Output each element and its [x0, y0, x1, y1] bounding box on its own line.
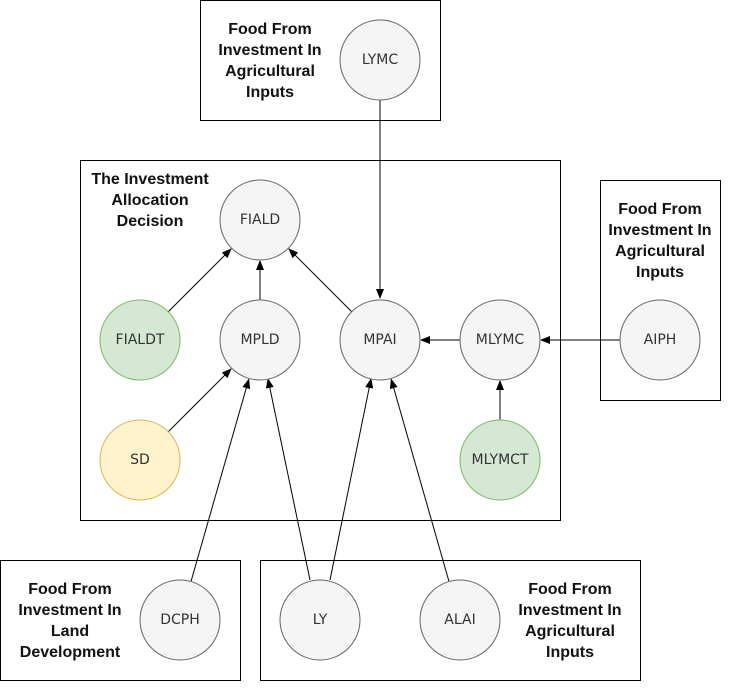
- bottom-right-box-title-line: Investment In: [518, 602, 621, 619]
- right-box-title-line: Inputs: [636, 264, 684, 281]
- top-box-title-line: Investment In: [218, 42, 321, 59]
- node-mlymc: MLYMC: [459, 299, 541, 381]
- node-sd-circle: [99, 419, 181, 501]
- node-fiald-circle: [219, 179, 301, 261]
- bottom-right-box-title-line: Inputs: [546, 644, 594, 661]
- node-alai-circle: [419, 579, 501, 661]
- node-fiald-label: FIALD: [240, 212, 280, 228]
- top-box-title-line: Food From: [228, 21, 312, 38]
- edge-fialdt-to-fiald: [167, 248, 232, 313]
- edge-ly-to-mpld: [265, 378, 311, 581]
- node-mlymct-label: MLYMCT: [472, 452, 529, 468]
- node-mlymc-label: MLYMC: [476, 332, 525, 348]
- node-mlymct-circle: [459, 419, 541, 501]
- node-aiph-label: AIPH: [644, 332, 677, 348]
- top-box-title-line: Inputs: [246, 84, 294, 101]
- top-box-title-line: Agricultural: [225, 63, 315, 80]
- node-mpld: MPLD: [219, 299, 301, 381]
- main-box-title-line: The Investment: [91, 171, 209, 188]
- right-box-title-line: Food From: [618, 201, 702, 218]
- node-mpld-label: MPLD: [240, 332, 279, 348]
- node-ly-circle: [279, 579, 361, 661]
- edges-layer: [167, 100, 620, 582]
- node-sd-label: SD: [130, 452, 150, 468]
- node-aiph-circle: [619, 299, 701, 381]
- edge-mpai-to-fiald: [288, 248, 353, 313]
- right-box-frame: [600, 180, 721, 401]
- node-mpai-label: MPAI: [363, 332, 396, 348]
- node-alai: ALAI: [419, 579, 501, 661]
- node-fialdt: FIALDT: [99, 299, 181, 381]
- node-sd: SD: [99, 419, 181, 501]
- node-mlymc-circle: [459, 299, 541, 381]
- node-ly: LY: [279, 579, 361, 661]
- node-alai-label: ALAI: [444, 612, 475, 628]
- main-box-title-line: Decision: [117, 213, 184, 230]
- node-dcph-circle: [139, 579, 221, 661]
- bottom-left-box-title-line: Development: [20, 644, 121, 661]
- edge-ly-to-mpai: [329, 378, 374, 581]
- bottom-left-box-title-line: Investment In: [18, 602, 121, 619]
- node-lymc-circle: [339, 19, 421, 101]
- edge-alai-to-mpai: [389, 378, 450, 582]
- edge-dcph-to-mpld: [190, 378, 251, 582]
- node-mpld-circle: [219, 299, 301, 381]
- node-mlymct: MLYMCT: [459, 419, 541, 501]
- node-mpai: MPAI: [339, 299, 421, 381]
- node-lymc-label: LYMC: [362, 52, 399, 68]
- node-lymc: LYMC: [339, 19, 421, 101]
- nodes-layer: LYMC FIALD FIALDT MPLD MPAI MLYMC SD MLYMCT AIPH…: [99, 19, 701, 661]
- node-aiph: AIPH: [619, 299, 701, 381]
- node-dcph: DCPH: [139, 579, 221, 661]
- right-box-title-line: Investment In: [608, 222, 711, 239]
- bottom-right-box-title-line: Food From: [528, 581, 612, 598]
- bottom-left-box-title-line: Land: [51, 623, 89, 640]
- node-fialdt-circle: [99, 299, 181, 381]
- main-box-title-line: Allocation: [111, 192, 188, 209]
- node-fialdt-label: FIALDT: [116, 332, 165, 348]
- bottom-right-box-title-line: Agricultural: [525, 623, 615, 640]
- right-box-title-line: Agricultural: [615, 243, 705, 260]
- edge-sd-to-mpld: [167, 368, 232, 433]
- node-fiald: FIALD: [219, 179, 301, 261]
- node-ly-label: LY: [313, 612, 328, 628]
- bottom-left-box-title-line: Food From: [28, 581, 112, 598]
- node-dcph-label: DCPH: [160, 612, 200, 628]
- node-mpai-circle: [339, 299, 421, 381]
